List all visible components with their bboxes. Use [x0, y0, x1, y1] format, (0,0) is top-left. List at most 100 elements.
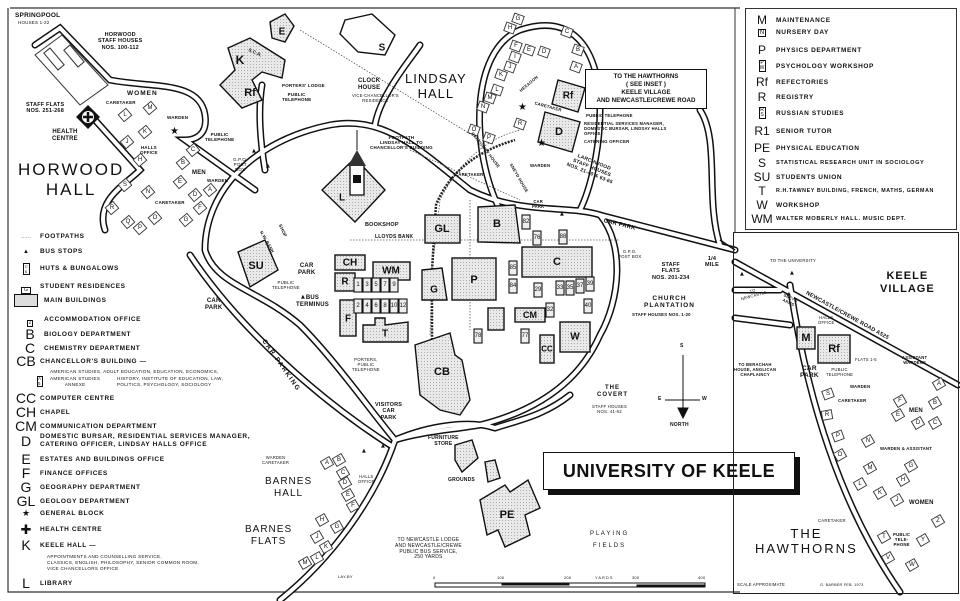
building-cc[interactable]: [539, 334, 555, 364]
residence-lindsay-A[interactable]: A: [569, 60, 583, 74]
building-t[interactable]: [362, 317, 409, 343]
hut-bungalow[interactable]: 8: [380, 298, 390, 314]
building-p[interactable]: [451, 257, 497, 301]
building-b[interactable]: [477, 204, 521, 244]
residence-hawthorns-A[interactable]: A: [931, 376, 947, 392]
residence-barnes-J[interactable]: J: [309, 529, 325, 545]
residence-barnes-G[interactable]: G: [329, 519, 345, 535]
residence-hawthorns-P[interactable]: P: [831, 429, 845, 443]
residence-lindsay-D[interactable]: D: [537, 45, 551, 59]
residence-barnes-H[interactable]: H: [314, 512, 330, 528]
hut-bungalow[interactable]: 29: [533, 282, 543, 298]
building-keele-hall[interactable]: [219, 37, 286, 109]
residence-lindsay-C[interactable]: C: [560, 25, 574, 39]
hut-bungalow[interactable]: 12: [398, 298, 408, 314]
residence-lindsay-I[interactable]: I: [508, 50, 522, 64]
residence-horwood-M[interactable]: M: [142, 100, 158, 116]
residence-barnes-B[interactable]: B: [331, 452, 347, 468]
residence-hawthorns-S[interactable]: S: [821, 387, 835, 401]
residence-lindsay-L[interactable]: L: [490, 83, 504, 97]
residence-hawthorns-T[interactable]: T: [876, 529, 892, 545]
building-e[interactable]: [269, 13, 295, 43]
residence-hawthorns-B[interactable]: B: [927, 395, 943, 411]
hut-bungalow[interactable]: 85: [508, 260, 518, 276]
building-c[interactable]: [521, 246, 593, 278]
hut-bungalow[interactable]: 78: [473, 328, 483, 344]
residence-hawthorns-D[interactable]: D: [910, 415, 926, 431]
residence-horwood-S[interactable]: S: [117, 177, 133, 193]
building-su[interactable]: [237, 239, 279, 289]
hut-bungalow[interactable]: 35: [565, 280, 575, 296]
inset-building-m[interactable]: [796, 326, 816, 350]
residence-lindsay-M[interactable]: M: [483, 91, 497, 105]
residence-horwood-K[interactable]: K: [137, 124, 153, 140]
residence-hawthorns-G[interactable]: G: [903, 458, 919, 474]
residence-hawthorns-C[interactable]: C: [927, 415, 943, 431]
residence-barnes-L[interactable]: L: [309, 550, 325, 566]
residence-lindsay-N[interactable]: N: [476, 100, 490, 114]
building-grounds[interactable]: [484, 459, 501, 483]
residence-horwood-N[interactable]: N: [140, 184, 156, 200]
residence-hawthorns-V[interactable]: V: [880, 550, 896, 566]
residence-hawthorns-O[interactable]: O: [832, 447, 848, 463]
residence-lindsay-J[interactable]: J: [503, 60, 517, 74]
building-ch[interactable]: [334, 254, 366, 271]
hut-bungalow[interactable]: 37: [575, 278, 585, 294]
residence-hawthorns-Z[interactable]: Z: [930, 513, 946, 529]
residence-hawthorns-H[interactable]: H: [895, 472, 911, 488]
residence-barnes-F[interactable]: F: [345, 498, 361, 514]
hut-bungalow[interactable]: 40: [583, 298, 593, 314]
residence-barnes-K[interactable]: K: [318, 539, 334, 555]
residence-hawthorns-R[interactable]: R: [820, 409, 834, 421]
residence-horwood-P[interactable]: P: [132, 220, 148, 236]
residence-lindsay-O[interactable]: O: [467, 123, 481, 137]
hut-bungalow[interactable]: 33: [555, 280, 565, 296]
residence-hawthorns-E[interactable]: E: [890, 407, 906, 423]
residence-barnes-A[interactable]: A: [319, 455, 335, 471]
hut-bungalow[interactable]: 77: [520, 328, 530, 344]
residence-lindsay-F[interactable]: F: [509, 39, 523, 53]
residence-hawthorns-W[interactable]: W: [904, 557, 920, 573]
hut-bungalow[interactable]: 5: [371, 277, 381, 293]
building-p-annexe[interactable]: [487, 307, 505, 331]
building-gl[interactable]: [424, 214, 461, 244]
hut-bungalow[interactable]: 9: [389, 277, 399, 293]
hut-bungalow[interactable]: 3: [362, 277, 372, 293]
residence-lindsay-E[interactable]: E: [522, 43, 536, 57]
residence-hawthorns-M[interactable]: M: [862, 460, 878, 476]
hut-bungalow[interactable]: 4: [362, 298, 372, 314]
residence-hawthorns-N[interactable]: N: [860, 433, 876, 449]
residence-hawthorns-J[interactable]: J: [889, 492, 905, 508]
residence-horwood-R[interactable]: R: [104, 200, 120, 216]
residence-hawthorns-F[interactable]: F: [892, 393, 908, 409]
hut-bungalow[interactable]: 39: [585, 276, 595, 292]
residence-barnes-D[interactable]: D: [337, 475, 353, 491]
building-cb[interactable]: [414, 332, 471, 416]
hut-bungalow[interactable]: 32: [545, 302, 555, 318]
residence-horwood-O[interactable]: O: [147, 210, 163, 226]
building-g[interactable]: [421, 267, 448, 301]
building-s[interactable]: [339, 13, 396, 56]
residence-hawthorns-L[interactable]: L: [852, 476, 868, 492]
residence-lindsay-P[interactable]: P: [482, 131, 496, 145]
residence-barnes-C[interactable]: C: [335, 465, 351, 481]
residence-lindsay-K[interactable]: K: [494, 68, 508, 82]
building-f[interactable]: [339, 299, 357, 337]
residence-horwood-A[interactable]: A: [202, 182, 218, 198]
hut-bungalow[interactable]: 10: [389, 298, 399, 314]
hut-bungalow[interactable]: 76: [532, 230, 542, 246]
residence-lindsay-G[interactable]: G: [511, 12, 525, 26]
residence-horwood-H[interactable]: H: [132, 152, 148, 168]
residence-hawthorns-Y[interactable]: Y: [915, 532, 931, 548]
residence-lindsay-H[interactable]: H: [503, 21, 517, 35]
hut-bungalow[interactable]: 6: [371, 298, 381, 314]
hut-bungalow[interactable]: 1: [353, 277, 363, 293]
residence-horwood-L[interactable]: L: [117, 107, 133, 123]
hut-bungalow[interactable]: 82: [521, 214, 531, 230]
building-furniture-store[interactable]: [454, 439, 479, 474]
residence-horwood-B[interactable]: B: [175, 155, 191, 171]
hut-bungalow[interactable]: 88: [558, 229, 568, 245]
residence-horwood-J[interactable]: J: [119, 134, 135, 150]
residence-lindsay-R[interactable]: R: [513, 117, 527, 131]
residence-horwood-D[interactable]: D: [187, 187, 203, 203]
